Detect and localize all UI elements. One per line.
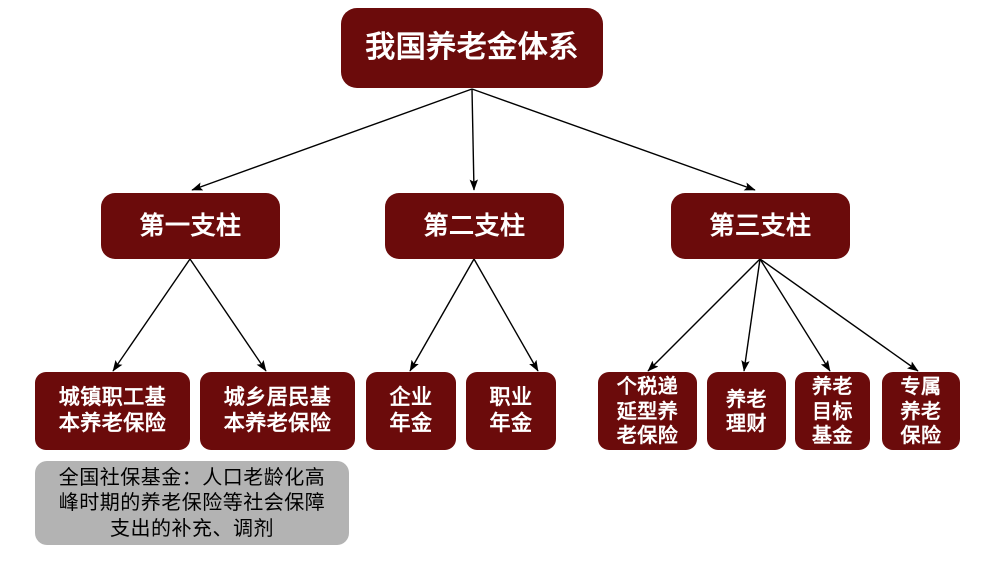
edge-root-to-pillar-2 [469, 88, 478, 191]
edge-pillar-3-to-leaf-2 [741, 258, 761, 372]
node-leaf-2-label: 城乡居民基 本养老保险 [223, 385, 332, 435]
node-leaf-7-label: 养老 目标 基金 [812, 374, 853, 448]
node-leaf-urban-rural-resident-basic-pension[interactable]: 城乡居民基 本养老保险 [200, 372, 355, 450]
edge-pillar-2-to-leaf-1 [409, 258, 475, 372]
node-pillar-1[interactable]: 第一支柱 [101, 193, 280, 259]
node-note-label: 全国社保基金：人口老龄化高 峰时期的养老保险等社会保障 支出的补充、调剂 [58, 464, 326, 540]
edge-pillar-1-to-leaf-1 [112, 258, 191, 372]
node-leaf-4-label: 职业 年金 [489, 385, 533, 435]
node-pillar-2[interactable]: 第二支柱 [385, 193, 564, 259]
node-root-label: 我国养老金体系 [365, 29, 579, 65]
edge-pillar-2-to-leaf-2 [473, 258, 539, 372]
node-leaf-3-label: 企业 年金 [389, 385, 433, 435]
edge-root-to-pillar-3 [471, 88, 756, 191]
node-note-national-social-security-fund[interactable]: 全国社保基金：人口老龄化高 峰时期的养老保险等社会保障 支出的补充、调剂 [35, 461, 349, 545]
node-leaf-occupational-annuity[interactable]: 职业 年金 [466, 372, 556, 450]
node-leaf-tax-deferred-pension-insurance[interactable]: 个税递 延型养 老保险 [598, 372, 697, 450]
node-pillar-2-label: 第二支柱 [423, 210, 526, 240]
edge-pillar-3-to-leaf-1 [647, 258, 761, 372]
edge-root-to-pillar-1 [191, 88, 473, 191]
node-leaf-pension-wealth-management[interactable]: 养老 理财 [707, 372, 786, 450]
node-leaf-exclusive-pension-insurance[interactable]: 专属 养老 保险 [882, 372, 960, 450]
node-root[interactable]: 我国养老金体系 [341, 8, 603, 88]
node-pillar-3-label: 第三支柱 [709, 210, 812, 240]
node-pillar-1-label: 第一支柱 [139, 210, 242, 240]
node-leaf-enterprise-annuity[interactable]: 企业 年金 [366, 372, 456, 450]
edge-pillar-3-to-leaf-3 [759, 258, 831, 372]
node-leaf-urban-employee-basic-pension[interactable]: 城镇职工基 本养老保险 [35, 372, 190, 450]
node-leaf-6-label: 养老 理财 [726, 386, 767, 435]
edge-pillar-3-to-leaf-4 [759, 258, 919, 372]
node-leaf-target-date-pension-fund[interactable]: 养老 目标 基金 [795, 372, 870, 450]
node-pillar-3[interactable]: 第三支柱 [671, 193, 850, 259]
node-leaf-1-label: 城镇职工基 本养老保险 [58, 385, 167, 435]
node-leaf-8-label: 专属 养老 保险 [900, 374, 942, 448]
edge-pillar-1-to-leaf-2 [189, 258, 267, 372]
node-leaf-5-label: 个税递 延型养 老保险 [616, 374, 679, 448]
